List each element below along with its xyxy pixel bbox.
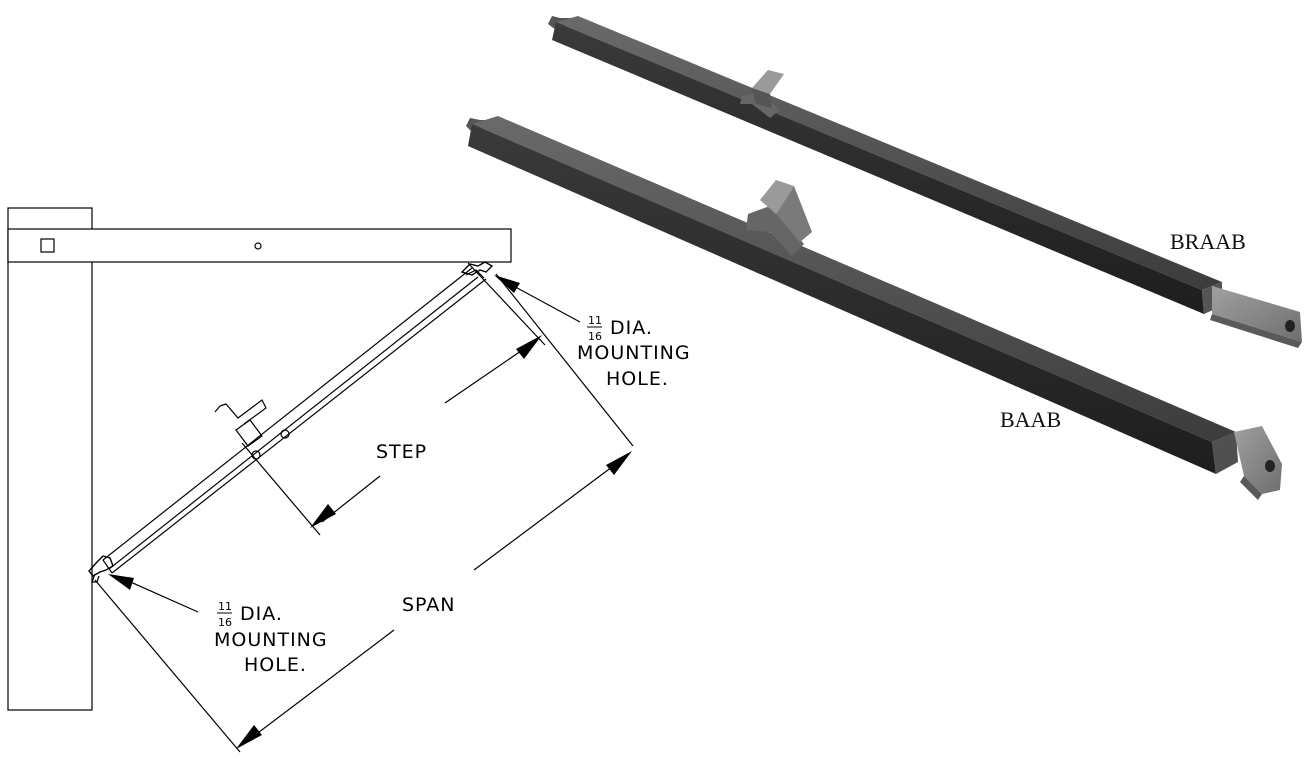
lower-mounting-text: MOUNTING	[214, 629, 328, 651]
crossarm	[7, 228, 512, 263]
vertical-post	[7, 207, 93, 711]
baab-brace-render	[466, 116, 1282, 500]
baab-label: BAAB	[1000, 407, 1061, 432]
step-dimension	[241, 262, 546, 536]
upper-fraction-numerator: 11	[588, 314, 602, 327]
span-label: SPAN	[402, 594, 456, 616]
upper-dia-text: DIA.	[610, 317, 653, 339]
upper-fraction-denominator: 16	[588, 330, 602, 343]
upper-hole-leader	[494, 275, 581, 323]
braab-brace-render	[548, 16, 1302, 348]
lower-hole-leader	[108, 574, 199, 613]
diagonal-brace	[88, 261, 494, 583]
lower-mounting-hole-callout: 11 16 DIA. MOUNTING HOLE.	[214, 600, 328, 676]
lower-dia-text: DIA.	[240, 603, 283, 625]
upper-mounting-hole-callout: 11 16 DIA. MOUNTING HOLE.	[577, 314, 691, 390]
upper-mounting-text: MOUNTING	[577, 342, 691, 364]
lower-fraction-denominator: 16	[218, 616, 232, 629]
lower-fraction-numerator: 11	[218, 600, 232, 613]
crossarm-round-hole	[254, 242, 262, 250]
step-label: STEP	[376, 441, 427, 463]
upper-hole-text: HOLE.	[606, 368, 669, 390]
span-dimension	[94, 273, 634, 753]
technical-drawing	[7, 207, 634, 753]
braab-label: BRAAB	[1170, 229, 1246, 254]
lower-hole-text: HOLE.	[244, 654, 307, 676]
crossarm-square-hole	[40, 238, 55, 253]
